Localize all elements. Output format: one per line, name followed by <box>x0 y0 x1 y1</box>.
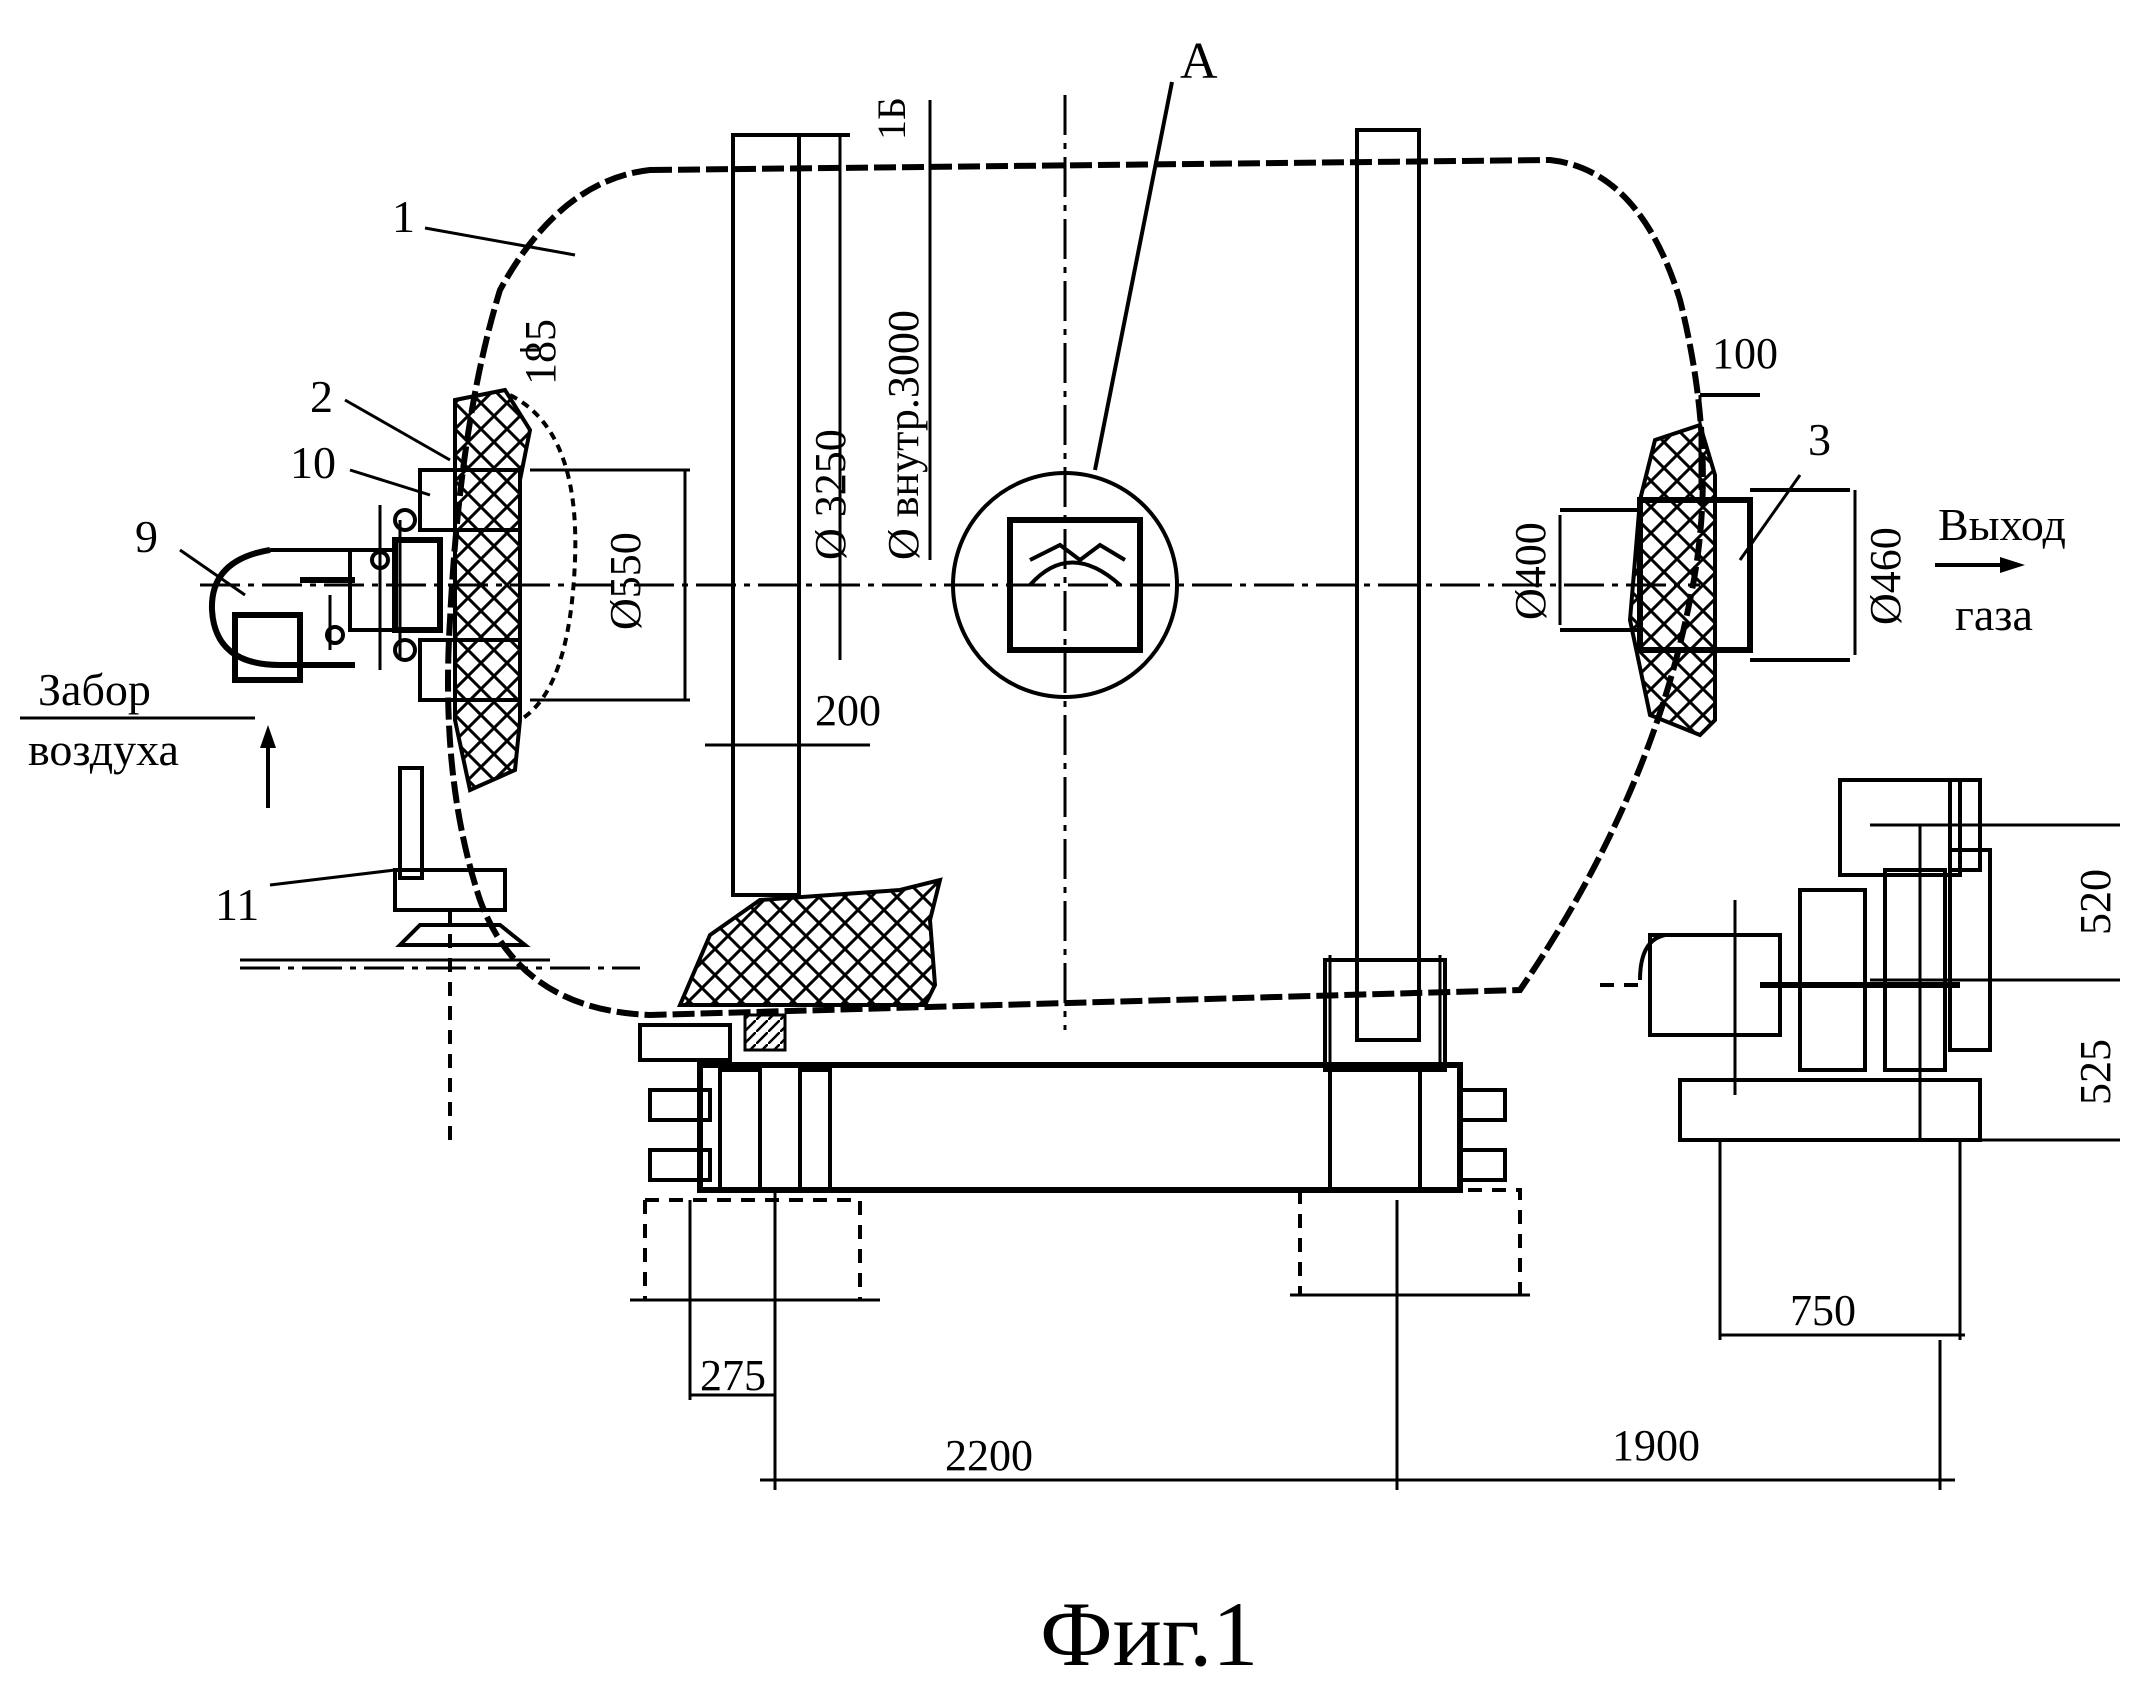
label-section-b: 1Б <box>869 97 914 140</box>
label-part-3: 3 <box>1808 414 1831 465</box>
air-intake-label-2: воздуха <box>28 724 179 775</box>
outlet-nozzle-assembly <box>1560 395 1850 735</box>
dim-275: 275 <box>700 1351 766 1400</box>
dim-200: 200 <box>815 686 881 735</box>
dim-460: Ø460 <box>1861 527 1910 625</box>
label-part-1: 1 <box>392 191 415 242</box>
label-detail-a: А <box>1180 33 1218 90</box>
air-intake-label: Забор <box>38 664 151 715</box>
dim-185: 185 <box>516 319 565 385</box>
drive-unit <box>1600 780 1990 1340</box>
gas-exit-label-2: газа <box>1955 589 2033 640</box>
dimension-lines <box>20 100 2120 1490</box>
dim-100: 100 <box>1712 329 1778 378</box>
dim-400: Ø400 <box>1506 522 1555 620</box>
dim-525: 525 <box>2071 1039 2120 1105</box>
part-11-assembly <box>240 768 550 1150</box>
label-part-11: 11 <box>215 879 259 930</box>
dim-550: Ø550 <box>601 532 650 630</box>
gas-exit-label: Выход <box>1938 499 2066 550</box>
dim-750: 750 <box>1790 1286 1856 1335</box>
dim-1900: 1900 <box>1612 1421 1700 1470</box>
dim-3250: Ø 3250 <box>806 429 855 560</box>
dim-2200: 2200 <box>945 1431 1033 1480</box>
foundation-right <box>1290 1190 1530 1295</box>
label-part-2: 2 <box>310 371 333 422</box>
dim-520: 520 <box>2071 869 2120 935</box>
label-part-9: 9 <box>135 511 158 562</box>
dim-inner-3000: Ø внутр.3000 <box>879 310 928 560</box>
label-part-10: 10 <box>290 437 336 488</box>
figure-caption: Фиг.1 <box>1040 1583 1258 1685</box>
